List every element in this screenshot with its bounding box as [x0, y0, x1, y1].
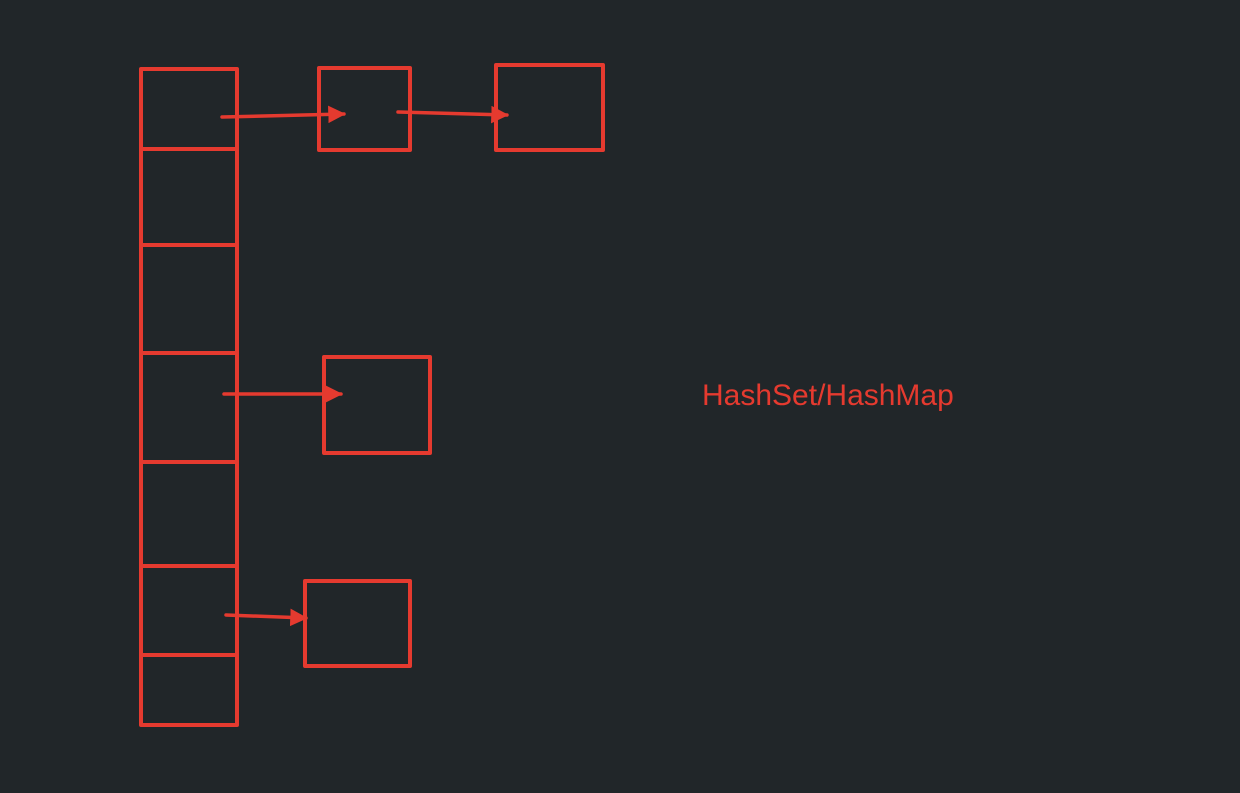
arrow-bucket-5-to-node [224, 608, 308, 627]
chain-node-0-0 [317, 66, 412, 152]
arrow-node-to-node [396, 105, 509, 124]
diagram-title: HashSet/HashMap [702, 379, 954, 412]
bucket-4 [139, 460, 239, 568]
bucket-2 [139, 243, 239, 355]
chain-node-5-0 [303, 579, 412, 668]
chain-node-3-0 [322, 355, 432, 455]
bucket-1 [139, 147, 239, 247]
bucket-3 [139, 351, 239, 464]
chain-node-0-1 [494, 63, 605, 152]
bucket-5 [139, 564, 239, 657]
bucket-0 [139, 67, 239, 151]
bucket-6 [139, 653, 239, 727]
arrow-bucket-0-to-node [220, 105, 346, 124]
